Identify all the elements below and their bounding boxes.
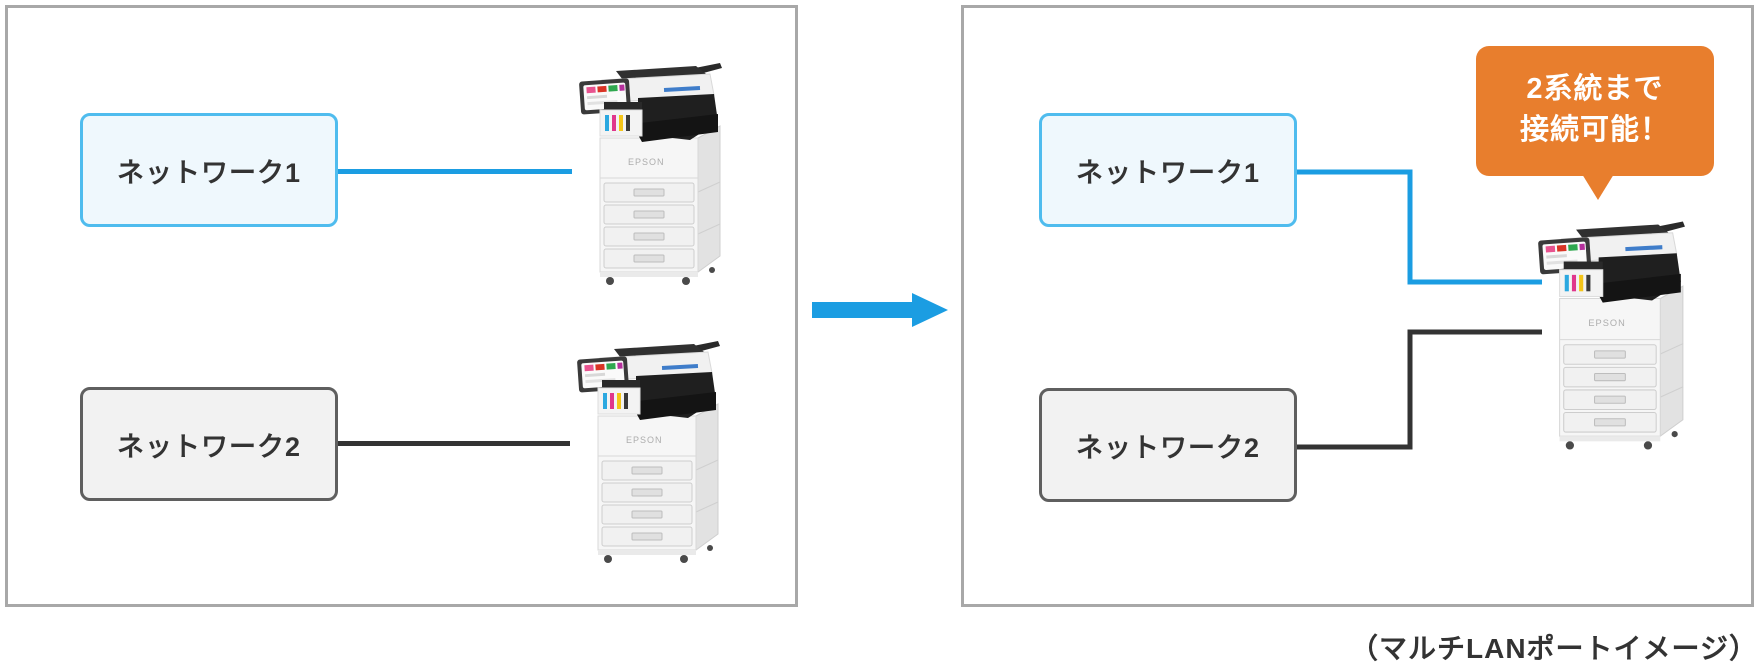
printer-icon-before-1: EPSON <box>579 63 722 285</box>
printer-icon-after: EPSON <box>1538 221 1685 450</box>
network1-label-after: ネットワーク1 <box>1075 157 1261 188</box>
network2-cable-before <box>338 441 570 446</box>
network2-box-before: ネットワーク2 <box>80 387 338 501</box>
network2-box-after: ネットワーク2 <box>1039 388 1297 502</box>
network1-box-before: ネットワーク1 <box>80 113 338 227</box>
callout-line1: 2系統まで <box>1526 73 1664 105</box>
callout-tail <box>1582 174 1614 200</box>
diagram-caption: （マルチLANポートイメージ） <box>1350 633 1758 664</box>
network1-cable-after <box>1297 169 1542 285</box>
printer-brand-text: EPSON <box>628 157 665 167</box>
network2-label-after: ネットワーク2 <box>1075 432 1261 463</box>
printer-brand-text: EPSON <box>1588 318 1625 328</box>
network1-label-before: ネットワーク1 <box>116 157 302 188</box>
network1-cable-before <box>338 169 572 174</box>
network2-label-before: ネットワーク2 <box>116 431 302 462</box>
before-panel: ネットワーク1 ネットワーク2 <box>5 5 798 607</box>
callout-bubble: 2系統まで 接続可能！ <box>1476 46 1714 176</box>
transform-arrow-icon <box>812 293 948 327</box>
network1-box-after: ネットワーク1 <box>1039 113 1297 227</box>
printer-icon-before-2: EPSON <box>577 341 720 563</box>
callout-line2: 接続可能！ <box>1519 114 1670 146</box>
network2-cable-after <box>1297 329 1542 450</box>
printer-brand-text: EPSON <box>626 435 663 445</box>
after-panel: ネットワーク1 ネットワーク2 2系統まで 接続可能！ <box>961 5 1754 607</box>
